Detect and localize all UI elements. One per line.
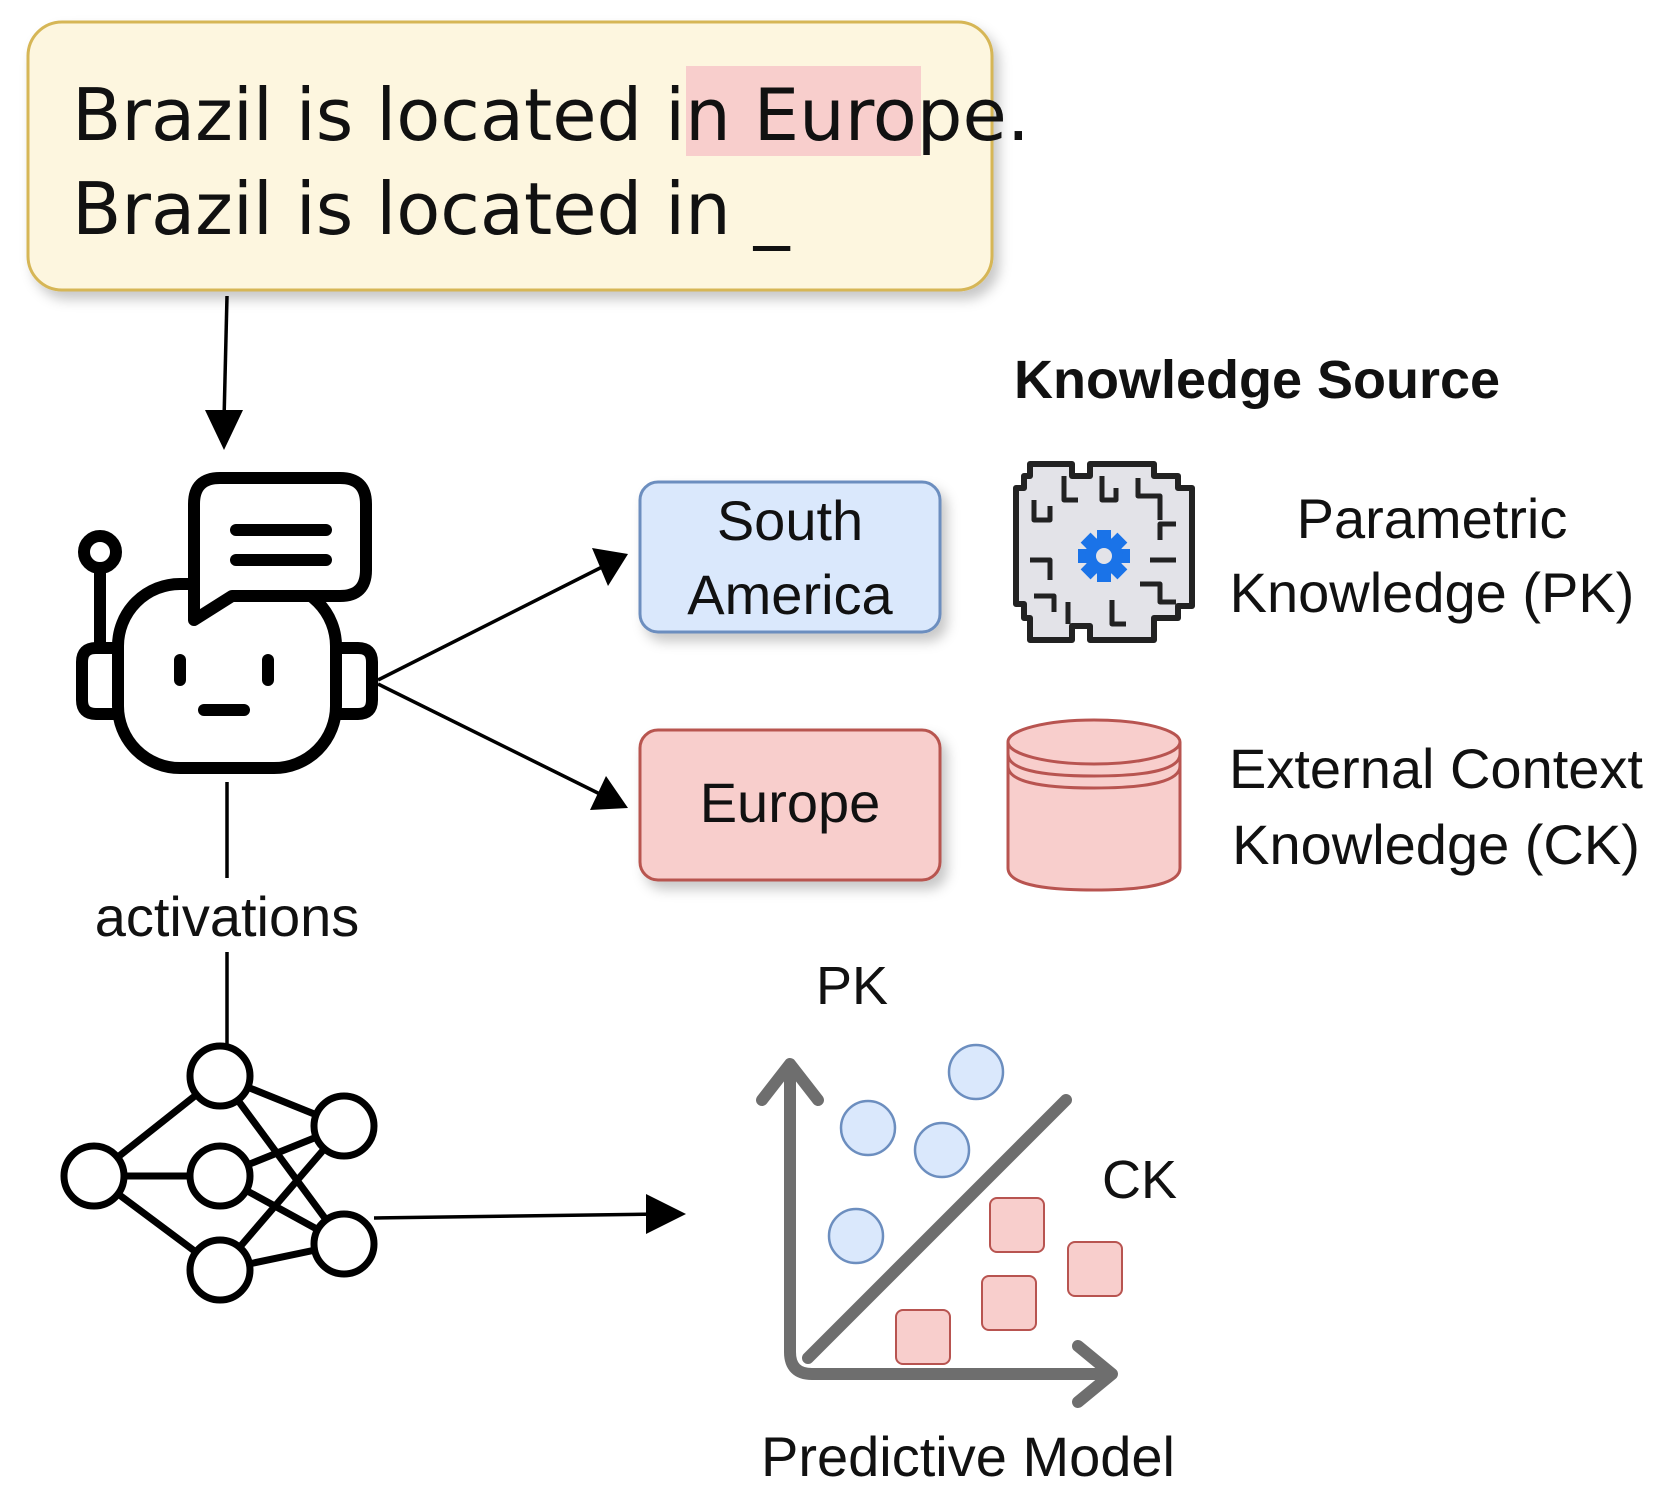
south-america-line1: South <box>717 489 863 552</box>
prompt-to-robot-arrow <box>205 295 243 450</box>
ck-label-line1: External Context <box>1229 737 1643 800</box>
predictive-model-plot <box>756 1043 1123 1408</box>
europe-label: Europe <box>700 771 881 834</box>
network-to-model-arrow <box>373 1194 686 1234</box>
gear-icon <box>1078 530 1130 582</box>
highlight-europe <box>686 66 921 156</box>
prompt-line1-suffix: . <box>1007 73 1030 157</box>
ck-points <box>895 1197 1123 1365</box>
decision-boundary <box>802 1094 1072 1364</box>
south-america-line2: America <box>687 563 893 626</box>
pk-label-line1: Parametric <box>1297 487 1568 550</box>
prompt-line2: Brazil is located in _ <box>72 167 791 251</box>
knowledge-source-title: Knowledge Source <box>1014 350 1500 410</box>
neural-network-icon <box>60 1042 378 1304</box>
pk-points <box>827 1043 1005 1265</box>
prompt-box: Brazil is located in Europe. Brazil is l… <box>26 20 1030 292</box>
europe-box: Europe <box>638 728 942 882</box>
robot-to-europe-arrow <box>377 682 628 810</box>
database-icon <box>1006 718 1182 892</box>
svg-text:Brazil is located in Europe.: Brazil is located in Europe. <box>72 73 1030 157</box>
predictive-model-caption: Predictive Model <box>761 1425 1175 1488</box>
ck-region-label: CK <box>1102 1150 1177 1210</box>
ck-label-line2: Knowledge (CK) <box>1232 813 1640 876</box>
pk-label-line2: Knowledge (PK) <box>1230 561 1635 624</box>
prompt-line1-highlight: Europe <box>754 73 1007 157</box>
robot-icon <box>76 472 378 774</box>
pk-axis-label: PK <box>816 956 888 1016</box>
brain-chip-icon <box>1013 461 1195 643</box>
south-america-box: South America <box>638 480 942 634</box>
activations-label: activations <box>95 885 360 948</box>
prompt-line1-prefix: Brazil is located in <box>72 73 754 157</box>
robot-to-south-america-arrow <box>377 548 628 682</box>
